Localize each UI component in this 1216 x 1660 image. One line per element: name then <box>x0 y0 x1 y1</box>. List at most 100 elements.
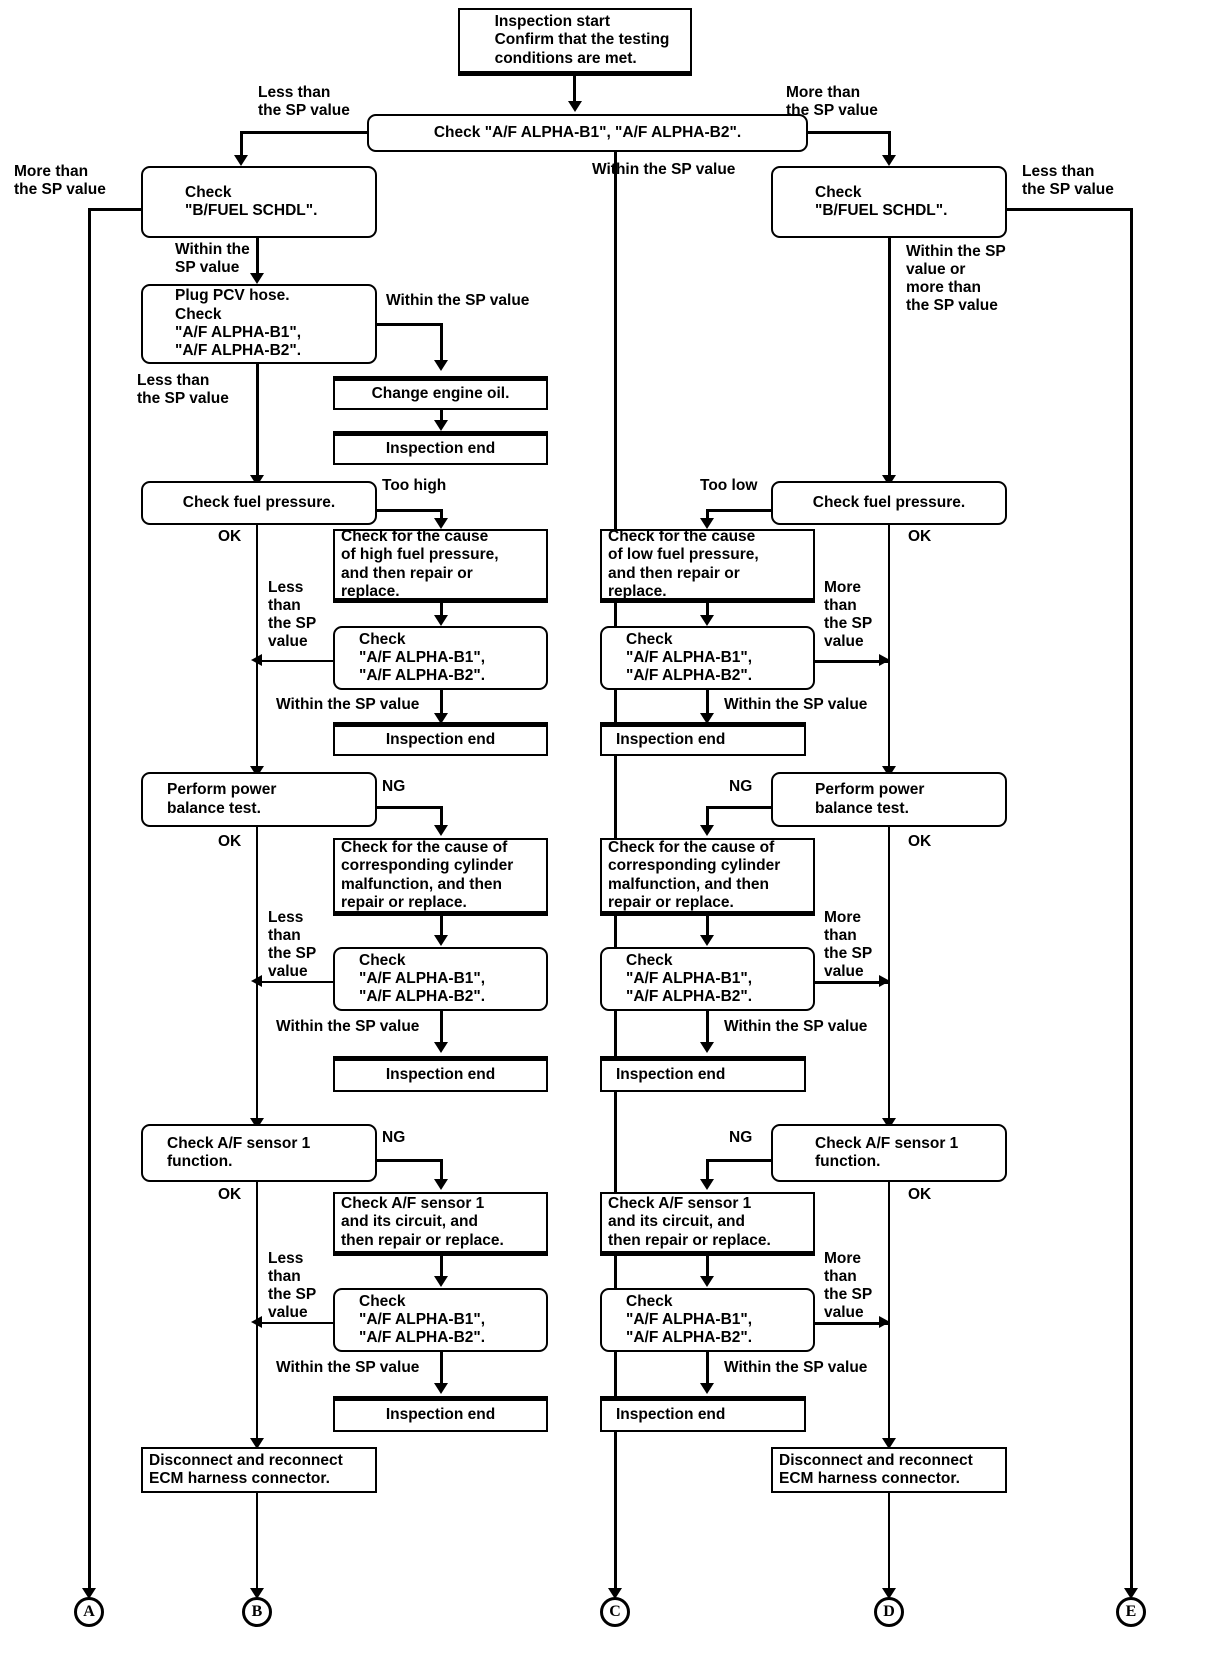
label-R1-more-than-narrow: More than the SP value <box>824 579 873 650</box>
line-R1-out <box>815 660 888 663</box>
arrow-fp-too-high <box>434 518 448 529</box>
line-disconnect-left-to-B <box>256 1493 258 1594</box>
node-af-sensor-circuit-right-text: Check A/F sensor 1 and its circuit, and … <box>608 1195 771 1249</box>
node-disconnect-left-text: Disconnect and reconnect ECM harness con… <box>149 1451 343 1487</box>
line-bfuel-to-pcv <box>256 238 259 280</box>
node-inspection-end-1-text: Inspection end <box>385 440 496 458</box>
node-power-balance-left: Perform power balance test. <box>141 772 377 827</box>
node-cause-low-fp-text: Check for the cause of low fuel pressure… <box>608 527 759 600</box>
line-fp-too-high-drop <box>440 509 443 523</box>
line-oil-to-end <box>440 410 443 426</box>
label-R2-more-than-narrow: More than the SP value <box>824 909 873 980</box>
node-af-sensor-circuit-left: Check A/F sensor 1 and its circuit, and … <box>333 1192 548 1256</box>
arrow-pb-left-ng <box>434 825 448 836</box>
node-inspection-start-text: Inspection start Confirm that the testin… <box>494 13 670 67</box>
arrow-right-trunk-1 <box>882 766 896 777</box>
label-L2-less-than-narrow: Less than the SP value <box>268 909 317 980</box>
label-right-less-than: Less than the SP value <box>1022 163 1114 198</box>
node-disconnect-right: Disconnect and reconnect ECM harness con… <box>771 1447 1007 1493</box>
arrow-pcv-to-oil <box>434 360 448 371</box>
node-cause-low-fp: Check for the cause of low fuel pressure… <box>600 527 815 603</box>
label-R1-within-sp: Within the SP value <box>724 696 868 713</box>
node-af-sensor-fn-left-text: Check A/F sensor 1 function. <box>167 1134 311 1170</box>
node-inspection-end-4: Inspection end <box>333 1396 548 1432</box>
line-top-right-drop <box>888 131 891 161</box>
arrow-L2-back <box>251 975 262 987</box>
arrow-center-trunk <box>608 1588 622 1599</box>
arrow-L3-back <box>251 1316 262 1328</box>
line-L3-back <box>262 1322 333 1324</box>
arrow-afsc-left-to-afalpha <box>434 1276 448 1287</box>
line-top-left-drop <box>240 131 243 161</box>
arrow-R1-out <box>879 654 890 666</box>
arrow-pb-right-ng <box>700 825 714 836</box>
arrow-disconnect-right-to-D <box>882 1588 896 1599</box>
node-inspection-end-4-text: Inspection end <box>385 1406 496 1424</box>
line-right-trunk-1 <box>888 525 890 773</box>
node-check-afalpha-L1-text: Check "A/F ALPHA-B1", "A/F ALPHA-B2". <box>359 630 486 685</box>
arrow-bfuel-right-to-fp <box>882 475 896 486</box>
node-inspection-end-3-text: Inspection end <box>385 1066 496 1084</box>
line-L2-back <box>262 981 333 983</box>
arrow-A-trunk <box>82 1588 96 1599</box>
label-pb-right-ok: OK <box>908 833 932 850</box>
line-start-to-check <box>573 76 576 106</box>
arrow-L3-to-end <box>434 1383 448 1394</box>
node-check-bfuel-right-text: Check "B/FUEL SCHDL". <box>815 183 948 219</box>
label-R2-within-sp: Within the SP value <box>724 1018 868 1035</box>
node-power-balance-right-text: Perform power balance test. <box>815 781 925 817</box>
node-check-afalpha-L3: Check "A/F ALPHA-B1", "A/F ALPHA-B2". <box>333 1288 548 1352</box>
label-L2-within-sp: Within the SP value <box>276 1018 420 1035</box>
line-pcv-to-fp <box>256 364 259 482</box>
label-pcv-within-sp: Within the SP value <box>386 292 530 309</box>
label-right-within-or-more: Within the SP value or more than the SP … <box>906 243 1006 314</box>
node-af-sensor-circuit-right: Check A/F sensor 1 and its circuit, and … <box>600 1192 815 1256</box>
line-pb-left-ng-drop <box>440 806 443 830</box>
node-af-sensor-fn-right-text: Check A/F sensor 1 function. <box>815 1134 959 1170</box>
label-L1-within-sp: Within the SP value <box>276 696 420 713</box>
node-inspection-end-5-text: Inspection end <box>616 731 726 749</box>
arrow-oil-to-end <box>434 420 448 431</box>
arrow-highfp-to-afalpha <box>434 615 448 626</box>
node-cause-high-fp-text: Check for the cause of high fuel pressur… <box>341 527 499 600</box>
arrow-start-to-check <box>568 101 582 112</box>
node-check-afalpha-top-text: Check "A/F ALPHA-B1", "A/F ALPHA-B2". <box>433 123 742 141</box>
label-pb-right-ng: NG <box>729 778 753 795</box>
label-top-within-sp: Within the SP value <box>592 161 736 178</box>
line-afsc-left-to-afalpha <box>440 1256 443 1283</box>
arrow-lowfp-to-afalpha <box>700 615 714 626</box>
label-fp-right-ok: OK <box>908 528 932 545</box>
arrow-L1-to-end <box>434 713 448 724</box>
node-inspection-start: Inspection start Confirm that the testin… <box>458 8 692 76</box>
node-inspection-end-2-text: Inspection end <box>385 731 496 749</box>
label-L1-less-than-narrow: Less than the SP value <box>268 579 317 650</box>
node-check-afalpha-L2: Check "A/F ALPHA-B1", "A/F ALPHA-B2". <box>333 947 548 1011</box>
node-disconnect-right-text: Disconnect and reconnect ECM harness con… <box>779 1451 973 1487</box>
arrow-R3-to-end <box>700 1383 714 1394</box>
line-lowfp-to-afalpha <box>706 603 709 622</box>
line-R2-out <box>815 981 888 984</box>
node-power-balance-left-text: Perform power balance test. <box>167 781 277 817</box>
label-L3-less-than-narrow: Less than the SP value <box>268 1250 317 1321</box>
line-R2-to-end <box>706 1011 709 1047</box>
node-check-afalpha-R1-text: Check "A/F ALPHA-B1", "A/F ALPHA-B2". <box>626 630 753 685</box>
label-L3-within-sp: Within the SP value <box>276 1359 420 1376</box>
line-fp-too-low <box>706 509 773 512</box>
connector-ref-A: A <box>74 1597 104 1627</box>
connector-ref-E-label: E <box>1125 1603 1137 1620</box>
connector-ref-C-label: C <box>609 1603 621 1620</box>
node-inspection-end-1: Inspection end <box>333 431 548 465</box>
line-right-to-E <box>1005 208 1132 211</box>
line-L3-to-end <box>440 1352 443 1388</box>
arrow-top-left <box>234 155 248 166</box>
line-left-to-A <box>88 208 143 211</box>
node-check-afalpha-L2-text: Check "A/F ALPHA-B1", "A/F ALPHA-B2". <box>359 951 486 1006</box>
arrow-left-trunk-1 <box>250 766 264 777</box>
node-af-sensor-circuit-left-text: Check A/F sensor 1 and its circuit, and … <box>341 1195 504 1249</box>
connector-ref-D-label: D <box>883 1603 895 1620</box>
arrow-left-trunk-3 <box>250 1438 264 1449</box>
arrow-bfuel-to-pcv <box>250 273 264 284</box>
line-left-trunk-1 <box>256 525 258 773</box>
line-highfp-to-afalpha <box>440 603 443 622</box>
line-pb-right-ng <box>706 806 773 809</box>
